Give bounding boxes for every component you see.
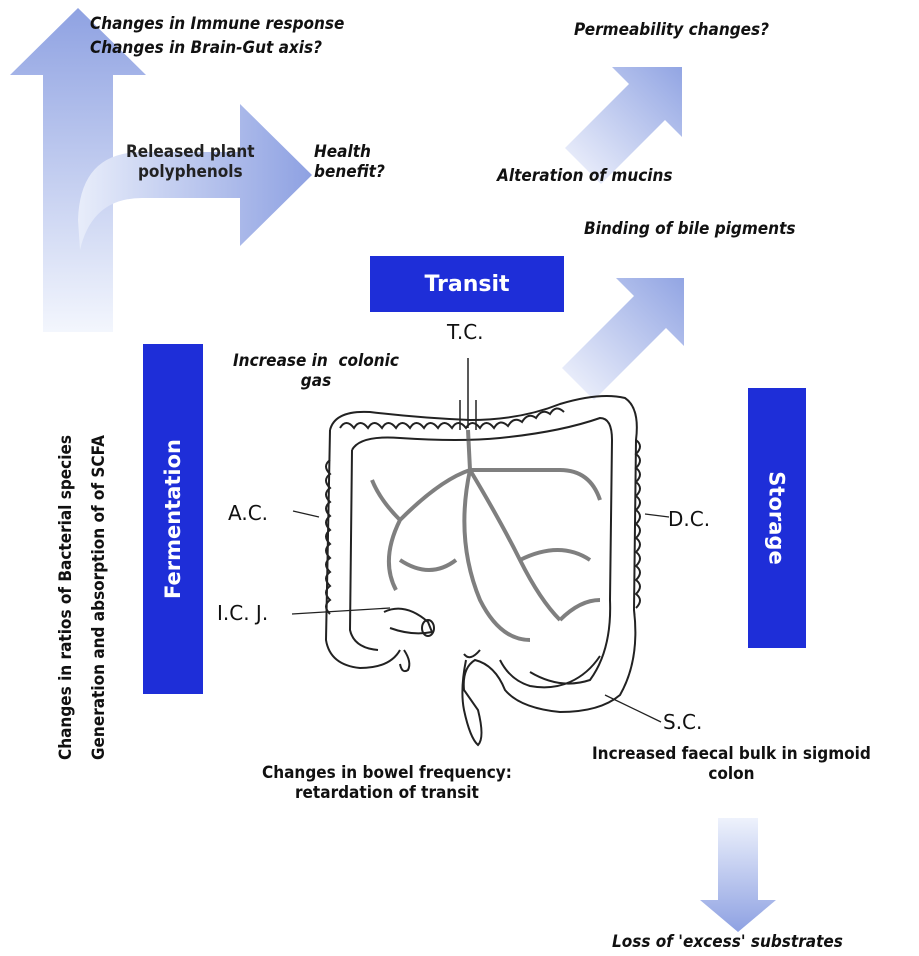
mucins-label: Alteration of mucins: [497, 166, 673, 186]
fermentation-box: Fermentation: [143, 344, 203, 694]
storage-box-label: Storage: [765, 471, 789, 564]
loss-substrates-label: Loss of 'excess' substrates: [612, 932, 843, 952]
colonic-gas-label: Increase in colonic gas: [233, 351, 399, 392]
ac-label: A.C.: [228, 501, 268, 525]
permeability-label: Permeability changes?: [574, 20, 769, 40]
transit-box-label: Transit: [424, 272, 509, 297]
polyphenols-label: Released plant polyphenols: [126, 142, 255, 183]
tc-label: T.C.: [447, 320, 484, 344]
storage-box: Storage: [748, 388, 806, 648]
loss-arrow: [700, 818, 776, 932]
health-benefit-label: Health benefit?: [314, 142, 385, 183]
brain-gut-label: Changes in Brain-Gut axis?: [90, 38, 322, 58]
immune-response-label: Changes in Immune response: [90, 14, 344, 34]
bacterial-ratios-label: Changes in ratios of Bacterial species: [56, 435, 77, 760]
pointer-lines: [292, 511, 669, 722]
icj-label: I.C. J.: [217, 601, 268, 625]
scfa-label: Generation and absorption of of SCFA: [89, 435, 110, 760]
faecal-bulk-label: Increased faecal bulk in sigmoid colon: [592, 744, 871, 785]
bile-arrow: [562, 278, 684, 400]
bile-label: Binding of bile pigments: [584, 219, 796, 239]
dc-label: D.C.: [668, 507, 710, 531]
transit-box: Transit: [370, 256, 564, 312]
colon-illustration: [326, 358, 640, 745]
bowel-frequency-label: Changes in bowel frequency: retardation …: [262, 763, 512, 804]
sc-label: S.C.: [663, 710, 702, 734]
fermentation-box-label: Fermentation: [161, 439, 185, 599]
